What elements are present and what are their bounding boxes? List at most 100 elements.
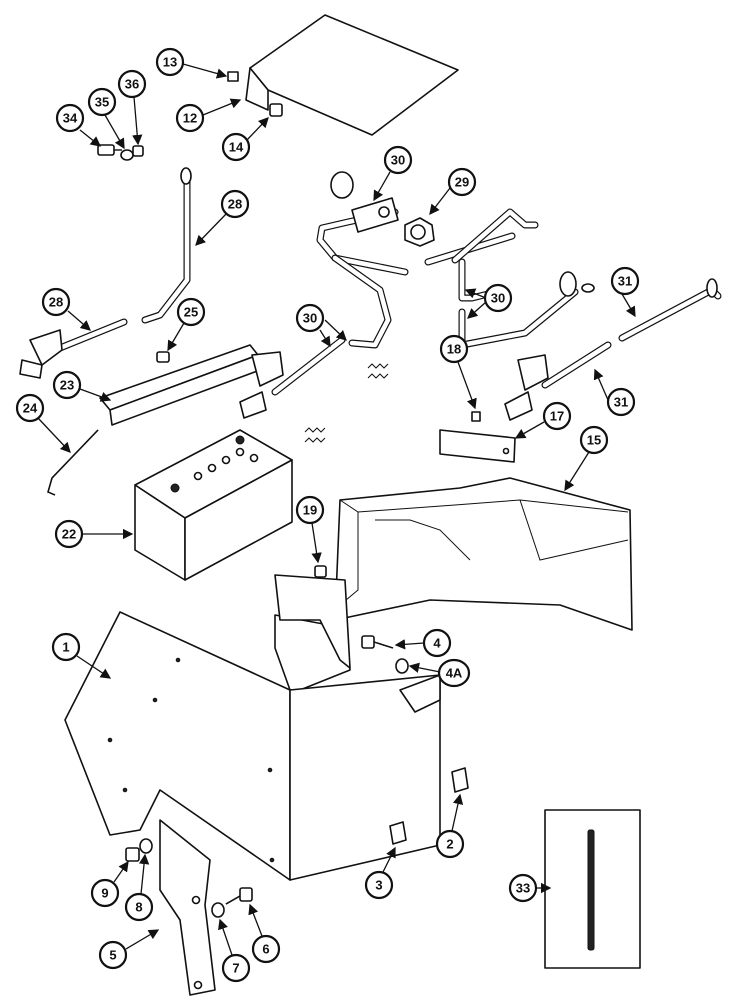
svg-text:24: 24 [23,401,38,416]
cover-nut [269,103,283,117]
callout-30-mid: 30 [464,283,513,319]
washer-35 [120,149,134,161]
callout-24: 24 [15,393,71,453]
callout-15: 15 [564,425,609,492]
svg-text:30: 30 [391,153,405,168]
callout-12: 12 [175,98,242,133]
svg-text:17: 17 [550,409,564,424]
battery-box-cover [334,477,633,631]
callout-22: 22 [54,519,134,549]
washer-4a [395,658,409,674]
spacer-2 [451,767,469,793]
battery-cable-30-right [451,208,595,349]
callout-6: 6 [248,903,281,964]
callout-25: 25 [167,297,206,352]
svg-text:28: 28 [49,295,63,310]
hold-down-bar [99,344,261,426]
svg-text:28: 28 [228,197,242,212]
callout-8: 8 [124,853,154,922]
callout-36: 36 [117,69,147,146]
svg-text:15: 15 [587,433,601,448]
nut-9 [125,847,140,862]
battery-cable-30-main [316,171,516,349]
callout-17: 17 [514,401,572,439]
callouts: 13 12 14 34 35 36 28 28 25 23 24 22 30 2… [15,47,640,983]
svg-text:25: 25 [184,305,198,320]
callout-9: 9 [90,860,129,908]
svg-text:22: 22 [62,527,76,542]
callout-28-upper: 28 [195,189,250,246]
decal [544,809,641,969]
callout-34: 34 [55,103,102,147]
callout-33: 33 [508,873,552,903]
callout-3: 3 [364,846,396,900]
callout-31-upper: 31 [610,266,640,318]
svg-text:3: 3 [375,878,382,893]
callout-31-lower: 31 [593,368,636,417]
callout-5: 5 [98,929,160,970]
svg-text:4A: 4A [446,666,463,681]
svg-text:19: 19 [303,503,317,518]
svg-text:7: 7 [232,961,239,976]
svg-text:9: 9 [101,886,108,901]
svg-text:31: 31 [614,395,628,410]
callout-28-lower: 28 [41,287,91,331]
svg-text:12: 12 [183,111,197,126]
battery-box [64,574,441,881]
callout-1: 1 [51,632,112,679]
svg-text:29: 29 [455,175,469,190]
cover-screw [227,71,239,82]
springs [304,363,389,443]
washer-8 [139,838,153,854]
svg-text:4: 4 [433,636,441,651]
callout-13: 13 [155,47,228,79]
svg-text:30: 30 [491,291,505,306]
svg-text:33: 33 [516,881,530,896]
screw-18 [471,411,481,422]
bolt-34 [97,144,122,156]
callout-23: 23 [52,370,112,402]
bolt-4 [361,635,394,649]
battery [134,429,293,581]
svg-text:1: 1 [62,640,69,655]
svg-text:2: 2 [446,837,453,852]
nut-36 [132,145,144,157]
callout-18: 18 [439,334,477,410]
callout-29: 29 [429,167,477,216]
callout-19: 19 [295,495,325,564]
callout-4: 4 [394,628,452,658]
plate [439,429,516,463]
svg-text:31: 31 [618,274,632,289]
battery-cable-28-lower [19,318,128,379]
switch [404,217,435,247]
svg-text:30: 30 [303,311,317,326]
callout-30-top: 30 [373,145,413,202]
j-bolt [47,429,99,496]
callout-30-low: 30 [295,303,347,348]
battery-cable-31-upper [618,278,722,342]
callout-35: 35 [87,87,125,150]
battery-cable-31-lower [504,341,612,421]
svg-text:6: 6 [262,942,269,957]
spacer-3 [389,821,407,845]
callout-2: 2 [435,793,465,859]
svg-text:13: 13 [163,55,177,70]
svg-text:8: 8 [135,900,142,915]
bolt-6 [225,887,253,905]
washer-7 [211,902,225,918]
battery-cable-28-upper [141,167,192,324]
svg-text:14: 14 [229,140,244,155]
svg-text:35: 35 [95,95,109,110]
mounting-bracket [159,819,216,996]
svg-text:5: 5 [109,948,116,963]
svg-text:36: 36 [125,77,139,92]
nut-25 [156,351,170,363]
svg-text:23: 23 [60,378,74,393]
svg-text:18: 18 [447,342,461,357]
callout-7: 7 [218,918,251,983]
nut-19 [314,565,327,578]
battery-cover-plate [245,14,459,136]
svg-text:34: 34 [63,111,78,126]
battery-cable-30-lower [239,336,346,419]
